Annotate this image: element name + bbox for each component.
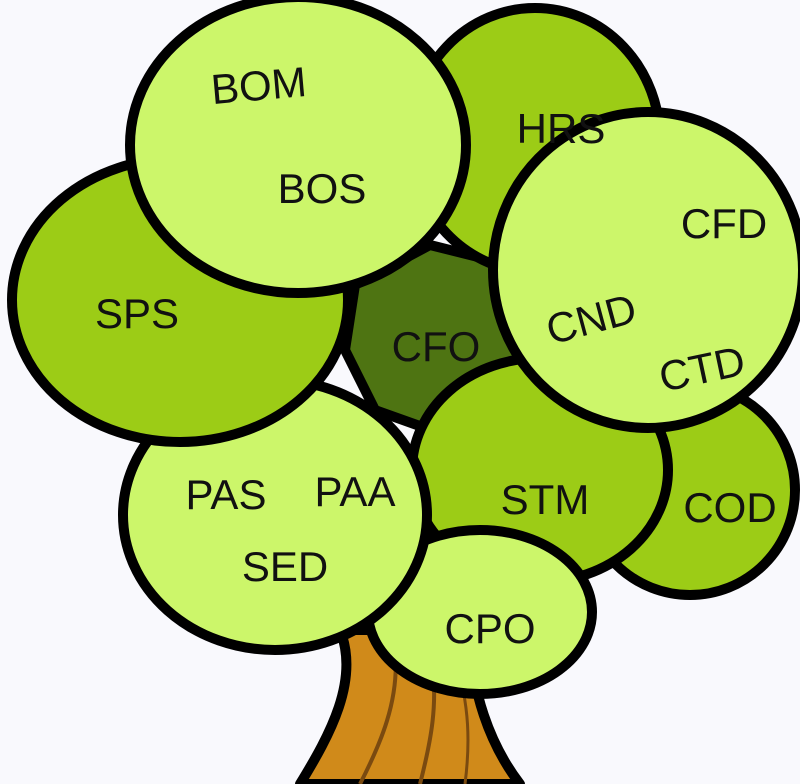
label-paa: PAA [315,468,396,515]
label-stm: STM [501,476,590,523]
cfd-cnd-ctd-leaf-cluster [488,107,800,433]
label-bos: BOS [278,165,367,212]
label-cpo: CPO [444,605,535,652]
label-pas: PAS [186,471,267,518]
label-sps: SPS [95,290,179,337]
label-sed: SED [242,543,328,590]
label-cfo: CFO [392,323,481,370]
label-cfd: CFD [681,200,767,247]
label-hrs: HRS [517,105,606,152]
label-cod: COD [683,484,776,531]
label-bom: BOM [209,58,308,113]
bom-bos-leaf-cluster [125,0,471,298]
